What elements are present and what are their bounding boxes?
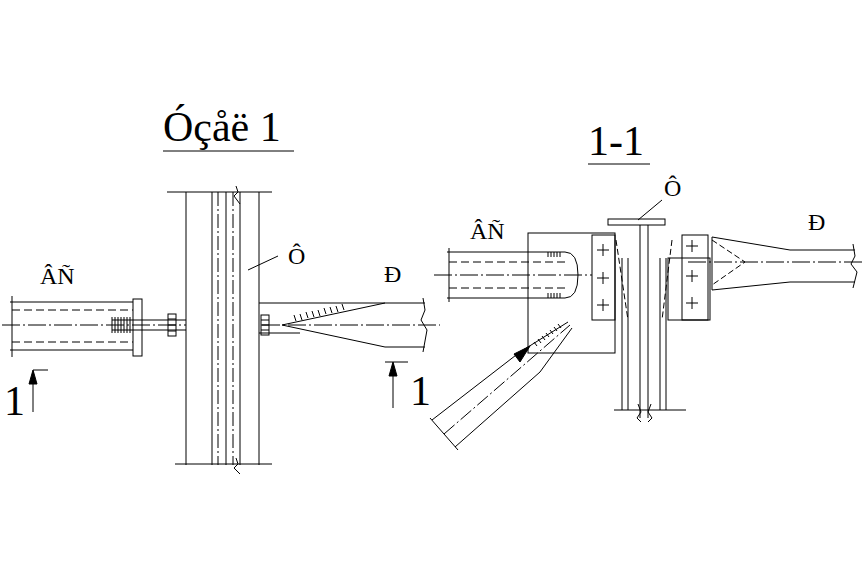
- section-title: 1-1: [588, 120, 644, 162]
- drawing-line: [662, 240, 672, 320]
- drawing-line: [112, 317, 130, 333]
- drawing-line: [226, 192, 227, 465]
- drawing-line: [282, 303, 385, 325]
- drawing-line: [434, 275, 592, 276]
- drawing-line: [430, 418, 458, 450]
- drawing-line: [682, 235, 708, 320]
- drawing-line: [12, 310, 133, 311]
- drawing-line: [628, 258, 629, 410]
- drawing-line: [234, 458, 240, 474]
- drawing-line: [259, 303, 425, 304]
- drawing-line: [29, 370, 37, 384]
- drawing-line: [163, 151, 294, 152]
- drawing-line: [168, 319, 176, 331]
- member-label: ÂÑ: [470, 219, 505, 243]
- drawing-line: [133, 299, 142, 356]
- member-label: Ð: [384, 262, 401, 286]
- drawing-line: [514, 346, 530, 362]
- drawing-line: [668, 258, 710, 320]
- drawing-line: [712, 237, 713, 290]
- section-view: [430, 219, 862, 450]
- drawing-line: [851, 244, 857, 288]
- drawing-line: [112, 330, 186, 331]
- part-label: Ô: [664, 176, 681, 200]
- right-member: [259, 298, 440, 352]
- section-number: 1: [4, 380, 25, 422]
- drawing-line: [449, 262, 565, 263]
- drawing-line: [660, 258, 661, 410]
- drawing-line: [234, 186, 240, 204]
- section-number: 1: [410, 370, 431, 412]
- drawing-line: [282, 325, 385, 347]
- drawing-line: [259, 333, 300, 334]
- drawing-line: [597, 244, 609, 311]
- drawing-line: [432, 352, 520, 420]
- drawing-line: [444, 325, 570, 434]
- drawing-line: [175, 464, 272, 465]
- view-title: Óçåë 1: [163, 106, 281, 148]
- drawing-line: [240, 192, 241, 465]
- drawing-line: [666, 258, 667, 410]
- drawing-line: [648, 404, 652, 422]
- drawing-line: [648, 225, 649, 418]
- drawing-line: [592, 235, 615, 320]
- drawing-line: [10, 350, 133, 351]
- drawing-line: [447, 252, 565, 253]
- left-member: [2, 296, 269, 357]
- drawing-line: [294, 304, 344, 321]
- member-label: Ð: [808, 210, 825, 234]
- drawing-line: [548, 252, 560, 298]
- drawing-line: [385, 347, 425, 348]
- member-label: ÂÑ: [40, 264, 75, 288]
- drawing-line: [2, 325, 186, 326]
- drawing-line: [614, 410, 686, 411]
- drawing-line: [528, 233, 615, 353]
- drawing-line: [259, 192, 260, 465]
- drawing-line: [608, 219, 665, 225]
- drawing-line: [167, 192, 272, 193]
- drawing-line: [637, 404, 641, 422]
- drawing-line: [112, 320, 186, 321]
- drawing-line: [616, 240, 628, 320]
- drawing-line: [588, 164, 650, 165]
- title-underline: [163, 151, 650, 164]
- drawing-line: [12, 342, 133, 343]
- drawing-line: [233, 192, 234, 465]
- drawing-line: [10, 302, 133, 303]
- drawing-line: [186, 192, 187, 465]
- drawing-line: [262, 325, 440, 326]
- drawing-line: [534, 324, 561, 346]
- drawing-line: [688, 262, 862, 263]
- drawing-line: [790, 250, 855, 251]
- drawing-line: [686, 240, 698, 309]
- drawing-line: [218, 192, 219, 465]
- drawing-line: [389, 362, 397, 376]
- leader-line: [638, 200, 662, 220]
- drawing-line: [540, 328, 572, 372]
- drawing-line: [790, 282, 855, 283]
- drawing-line: [421, 298, 427, 352]
- drawing-line: [168, 314, 176, 336]
- drawing-line: [12, 296, 13, 357]
- drawing-line: [385, 362, 408, 363]
- drawing-line: [712, 282, 790, 290]
- section-arrow: [29, 362, 408, 412]
- part-label: Ô: [288, 244, 305, 268]
- leader-line: [248, 256, 278, 270]
- drawing-line: [212, 192, 213, 465]
- drawing-line: [33, 370, 48, 371]
- drawing-line: [449, 288, 565, 289]
- drawing-line: [447, 298, 565, 299]
- drawing-line: [640, 225, 641, 418]
- drawing-line: [455, 372, 540, 447]
